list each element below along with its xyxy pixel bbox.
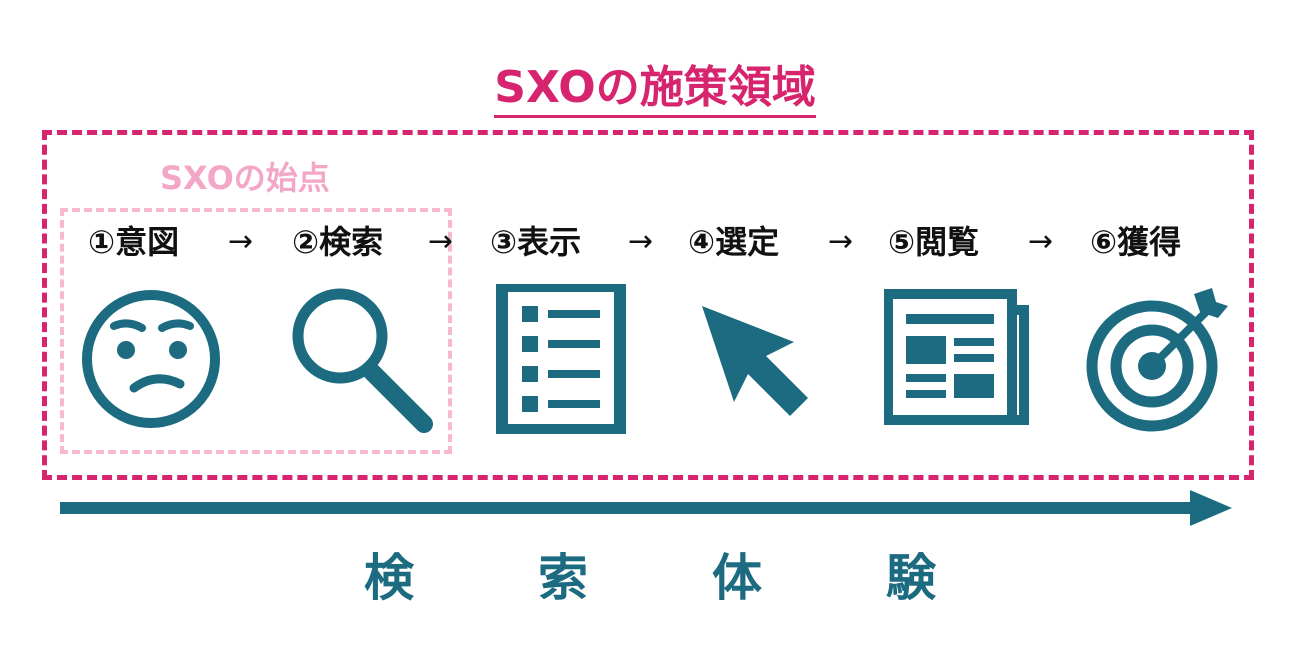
step-label-intent: ①意図 (88, 223, 180, 261)
step-arrow-4: → (828, 224, 854, 259)
sxo-origin-label: SXOの始点 (160, 159, 330, 197)
cursor-pointer-icon (690, 284, 840, 434)
sxo-scope-box (42, 130, 1254, 480)
confused-face-icon (76, 284, 226, 434)
diagram-title: SXOの施策領域 (0, 60, 1310, 118)
experience-char-1: 検 (364, 549, 414, 607)
step-arrow-5: → (1028, 224, 1054, 259)
sxo-origin-box (60, 208, 452, 454)
step-label-browse: ⑤閲覧 (888, 223, 980, 261)
search-experience-arrow (60, 490, 1240, 526)
experience-char-3: 体 (712, 549, 762, 607)
step-arrow-3: → (628, 224, 654, 259)
step-arrow-1: → (228, 224, 254, 259)
experience-char-4: 験 (886, 549, 936, 607)
step-label-acquire: ⑥獲得 (1090, 223, 1182, 261)
diagram-title-text: SXOの施策領域 (494, 62, 816, 118)
step-label-search: ②検索 (292, 223, 384, 261)
newspaper-icon (884, 284, 1034, 434)
target-icon (1082, 284, 1232, 434)
list-document-icon (488, 284, 638, 434)
experience-char-2: 索 (538, 549, 588, 607)
magnifier-icon (284, 284, 434, 434)
step-label-select: ④選定 (688, 223, 780, 261)
step-arrow-2: → (428, 224, 454, 259)
step-label-display: ③表示 (490, 223, 582, 261)
